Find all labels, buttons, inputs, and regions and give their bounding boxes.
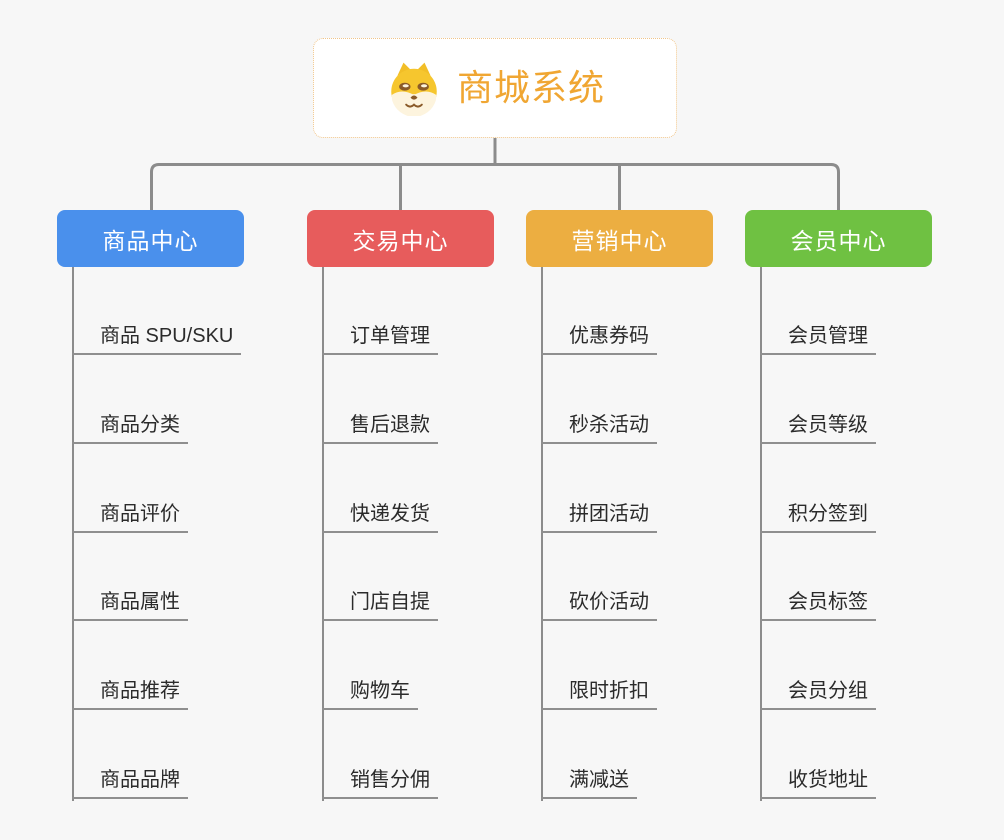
mindmap-item[interactable]: 商品评价: [72, 501, 188, 533]
mindmap-item[interactable]: 商品属性: [72, 589, 188, 621]
branch-box-member-center[interactable]: 会员中心: [745, 210, 932, 267]
root-node-mall-system[interactable]: 商城系统: [313, 38, 677, 138]
dog-icon: [391, 62, 437, 116]
branch-label: 营销中心: [571, 227, 668, 254]
branch-box-marketing-center[interactable]: 营销中心: [526, 210, 713, 267]
mindmap-item[interactable]: 会员标签: [760, 589, 876, 621]
mindmap-item[interactable]: 满减送: [541, 767, 637, 799]
mindmap-item[interactable]: 商品品牌: [72, 767, 188, 799]
mindmap-item[interactable]: 会员分组: [760, 678, 876, 710]
mindmap-item[interactable]: 订单管理: [322, 323, 438, 355]
mindmap-item[interactable]: 限时折扣: [541, 678, 657, 710]
mindmap-item[interactable]: 积分签到: [760, 501, 876, 533]
branch-trunk-line: [322, 267, 324, 801]
mindmap-item[interactable]: 拼团活动: [541, 501, 657, 533]
mindmap-item[interactable]: 购物车: [322, 678, 418, 710]
mindmap-item[interactable]: 收货地址: [760, 767, 876, 799]
mindmap-item[interactable]: 商品分类: [72, 412, 188, 444]
mindmap-item[interactable]: 会员等级: [760, 412, 876, 444]
root-title: 商城系统: [456, 67, 605, 108]
mindmap-item[interactable]: 售后退款: [322, 412, 438, 444]
mindmap-item[interactable]: 会员管理: [760, 323, 876, 355]
branch-label: 商品中心: [102, 227, 199, 254]
branch-trunk-line: [72, 267, 74, 801]
mindmap-item[interactable]: 门店自提: [322, 589, 438, 621]
branch-trunk-line: [541, 267, 543, 801]
mindmap-item[interactable]: 秒杀活动: [541, 412, 657, 444]
branch-box-product-center[interactable]: 商品中心: [57, 210, 244, 267]
branch-box-trade-center[interactable]: 交易中心: [307, 210, 494, 267]
branch-bracket-line: [150, 163, 840, 211]
mindmap-item[interactable]: 快递发货: [322, 501, 438, 533]
branch-trunk-line: [760, 267, 762, 801]
branch-label: 交易中心: [352, 227, 449, 254]
mindmap-item[interactable]: 销售分佣: [322, 767, 438, 799]
mindmap-item[interactable]: 砍价活动: [541, 589, 657, 621]
mindmap-item[interactable]: 优惠券码: [541, 323, 657, 355]
mindmap-item[interactable]: 商品推荐: [72, 678, 188, 710]
mindmap-item[interactable]: 商品 SPU/SKU: [72, 323, 242, 355]
branch-label: 会员中心: [790, 227, 887, 254]
